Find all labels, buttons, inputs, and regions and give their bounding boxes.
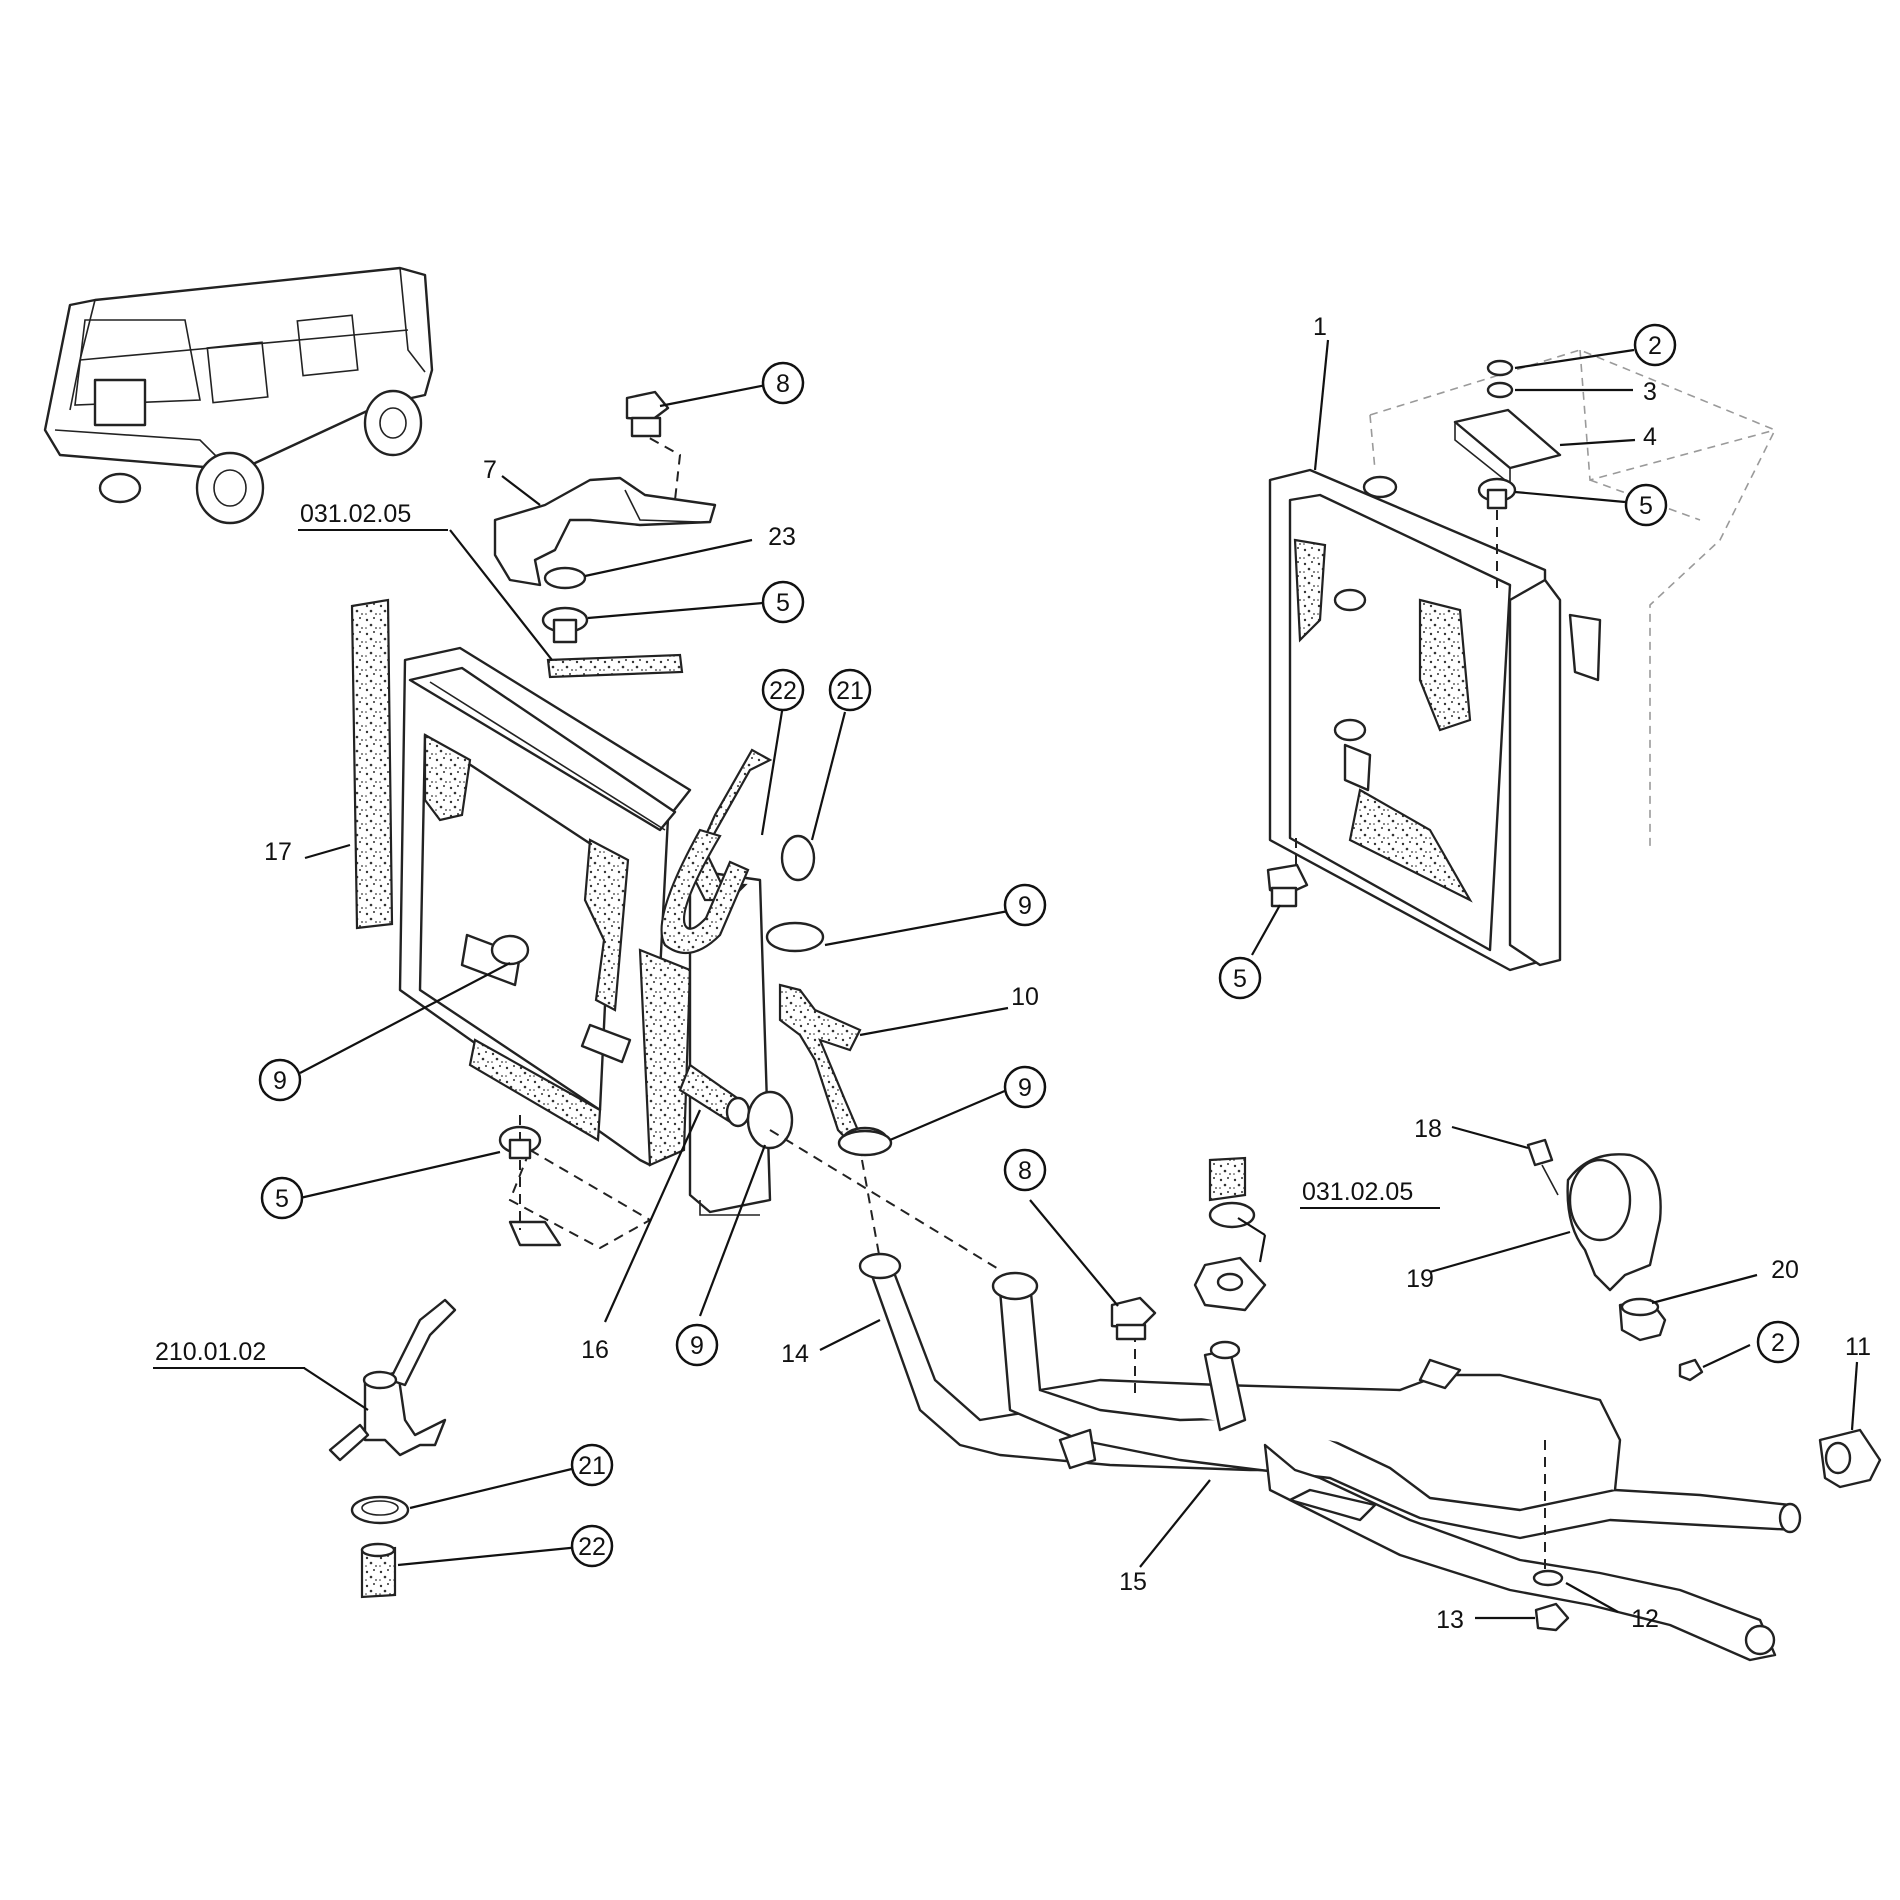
- callout-2-bottom: 2: [1756, 1320, 1800, 1364]
- svg-text:9: 9: [1018, 1074, 1032, 1102]
- callout-21-bottom: 21: [570, 1443, 614, 1487]
- washer-23: [543, 566, 587, 590]
- label-7: 7: [483, 456, 497, 484]
- label-15: 15: [1119, 1568, 1147, 1596]
- callout-bubbles: 2 5 5 8 5 22 21 9 9 9 5 8 9 2 21 22: [258, 323, 1800, 1568]
- hose-clamps-left: [490, 834, 893, 1157]
- fitting-210-01-02: [363, 1370, 447, 1457]
- svg-text:5: 5: [776, 589, 790, 617]
- bolt-18: [1526, 1138, 1554, 1167]
- callout-8-right: 8: [1003, 1148, 1047, 1192]
- svg-text:22: 22: [578, 1533, 606, 1561]
- washer-3: [1486, 381, 1514, 399]
- callout-9-d: 9: [675, 1323, 719, 1367]
- coolant-pipe-assembly: [858, 1252, 1802, 1662]
- svg-text:5: 5: [275, 1185, 289, 1213]
- label-13: 13: [1436, 1606, 1464, 1634]
- callout-9-a: 9: [1003, 883, 1047, 927]
- label-18: 18: [1414, 1115, 1442, 1143]
- callout-9-b: 9: [258, 1058, 302, 1102]
- nut-8-top: [625, 390, 670, 422]
- label-14: 14: [781, 1340, 809, 1368]
- label-12: 12: [1631, 1605, 1659, 1633]
- svg-text:5: 5: [1233, 965, 1247, 993]
- radiator-main-illustration: [350, 598, 772, 1250]
- svg-text:21: 21: [578, 1452, 606, 1480]
- svg-text:9: 9: [690, 1332, 704, 1360]
- radiator-top-right-illustration: [1268, 349, 1777, 972]
- seal-strip: [350, 598, 394, 930]
- callout-5-top-left: 5: [761, 580, 805, 624]
- washer-2-top: [1486, 359, 1514, 377]
- leader-lines: [299, 339, 1859, 1620]
- label-23: 23: [768, 523, 796, 551]
- svg-text:5: 5: [1639, 492, 1653, 520]
- label-20: 20: [1771, 1256, 1799, 1284]
- bracket-4: [1453, 408, 1562, 470]
- callout-5-top-right: 5: [1624, 483, 1668, 527]
- callout-22-top: 22: [761, 668, 805, 712]
- callout-9-c: 9: [1003, 1065, 1047, 1109]
- callout-5-bottom-left: 5: [260, 1176, 304, 1220]
- svg-text:21: 21: [836, 677, 864, 705]
- rod-031-02-05: [546, 653, 684, 679]
- callout-8-top: 8: [761, 361, 805, 405]
- hose-031-02-05: [1208, 1156, 1247, 1202]
- washer-12: [1532, 1569, 1564, 1587]
- nut-13: [1534, 1602, 1570, 1632]
- reference-210-01-02: 210.01.02: [155, 1338, 266, 1366]
- plain-labels: 1 3 4 7 23 10 17 16 14 15 18 19 20 11 12…: [264, 313, 1871, 1634]
- pipe-inlet-14: [858, 1252, 902, 1280]
- bracket-7: [493, 476, 717, 587]
- callout-21-top: 21: [828, 668, 872, 712]
- label-1: 1: [1313, 313, 1327, 341]
- svg-text:8: 8: [1018, 1157, 1032, 1185]
- svg-text:9: 9: [273, 1067, 287, 1095]
- reference-labels: 031.02.05 031.02.05 210.01.02: [153, 500, 1440, 1369]
- reference-031-02-05-top: 031.02.05: [300, 500, 411, 528]
- label-16: 16: [581, 1336, 609, 1364]
- label-11: 11: [1845, 1333, 1871, 1361]
- vehicle-illustration: [43, 266, 434, 525]
- hose-22-loop: [660, 828, 750, 955]
- nut-2-bottom: [1678, 1358, 1704, 1382]
- pipe-inlet-15: [991, 1271, 1039, 1301]
- label-10: 10: [1011, 983, 1039, 1011]
- label-17: 17: [264, 838, 292, 866]
- svg-text:9: 9: [1018, 892, 1032, 920]
- callout-5-lower-right: 5: [1218, 956, 1262, 1000]
- nut-8-right: [1110, 1296, 1157, 1330]
- label-3: 3: [1643, 378, 1657, 406]
- callout-22-bottom: 22: [570, 1524, 614, 1568]
- label-19: 19: [1406, 1265, 1434, 1293]
- label-4: 4: [1643, 423, 1657, 451]
- svg-text:2: 2: [1771, 1329, 1785, 1357]
- svg-text:2: 2: [1648, 332, 1662, 360]
- callout-2-top: 2: [1633, 323, 1677, 367]
- svg-text:8: 8: [776, 370, 790, 398]
- svg-text:22: 22: [769, 677, 797, 705]
- reference-031-02-05-right: 031.02.05: [1302, 1178, 1413, 1206]
